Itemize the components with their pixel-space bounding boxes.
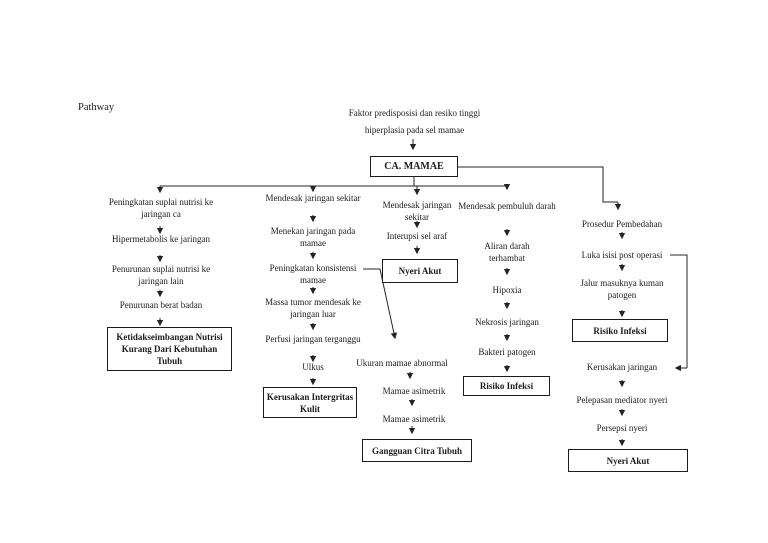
node-menekan-jaringan: Menekan jaringan pada mamae [270, 226, 356, 248]
node-mendesak-jaringan-sekitar-1: Mendesak jaringan sekitar [265, 193, 361, 203]
node-prosedur-pembedahan: Prosedur Pembedahan [581, 219, 663, 229]
node-hipoxia: Hipoxia [492, 285, 522, 295]
node-jalur-masuk-kuman: Jalur masuknya kuman patogen [580, 278, 664, 300]
node-interupsi-sel: Interupsi sel araf [386, 231, 448, 241]
diagnosis-box-nyeri-akut-1: Nyeri Akut [382, 259, 458, 283]
diagnosis-box-citra-tubuh: Gangguan Citra Tubuh [362, 439, 472, 462]
predisposing-factor-line1: Faktor predisposisi dan resiko tinggi [348, 108, 481, 118]
node-ulkus: Ulkus [302, 362, 324, 372]
node-perfusi-jaringan: Perfusi jaringan terganggu [265, 334, 361, 344]
node-mamae-asimetrik-2: Mamae asimetrik [382, 414, 446, 424]
diagnosis-box-nutrisi: Ketidakseimbangan Nutrisi Kurang Dari Ke… [107, 327, 232, 371]
node-massa-tumor: Massa tumor mendesak ke jaringan luar [265, 297, 361, 319]
node-aliran-darah: Aliran darah terhambat [484, 241, 530, 263]
node-pelepasan-mediator: Pelepasan mediator nyeri [576, 395, 668, 405]
diagnosis-box-nyeri-akut-2: Nyeri Akut [568, 449, 688, 472]
node-peningkatan-suplai-nutrisi: Peningkatan suplai nutrisi ke jaringan c… [108, 197, 214, 219]
node-nekrosis-jaringan: Nekrosis jaringan [475, 317, 539, 327]
predisposing-factor-line2: hiperplasia pada sel mamae [364, 125, 465, 135]
node-luka-post-operasi: Luka isisi post operasi [581, 250, 663, 260]
node-hipermetabolis: Hipermetabolis ke jaringan [112, 234, 210, 244]
node-ukuran-mamae-abnormal: Ukuran mamae abnormal [356, 358, 448, 368]
root-node-ca-mamae: CA. MAMAE [370, 156, 458, 177]
diagnosis-box-risiko-infeksi-2: Risiko Infeksi [572, 319, 668, 342]
node-kerusakan-jaringan: Kerusakan jaringan [586, 362, 658, 372]
diagnosis-box-integritas-kulit: Kerusakan Intergritas Kulit [263, 387, 357, 418]
diagnosis-box-risiko-infeksi-1: Risiko Infeksi [463, 376, 550, 396]
node-penurunan-suplai-nutrisi: Penurunan suplai nutrisi ke jaringan lai… [111, 264, 211, 286]
node-penurunan-berat-badan: Penurunan berat badan [119, 300, 203, 310]
node-mendesak-jaringan-sekitar-2: Mendesak jaringan sekitar [382, 200, 452, 222]
page-title: Pathway [78, 102, 115, 113]
node-bakteri-patogen: Bakteri patogen [478, 347, 536, 357]
node-mamae-asimetrik-1: Mamae asimetrik [382, 386, 446, 396]
node-peningkatan-konsistensi: Peningkatan konsistensi mamae [269, 263, 357, 285]
node-mendesak-pembuluh-darah: Mendesak pembuluh darah [458, 201, 556, 211]
node-persepsi-nyeri: Persepsi nyeri [596, 423, 648, 433]
